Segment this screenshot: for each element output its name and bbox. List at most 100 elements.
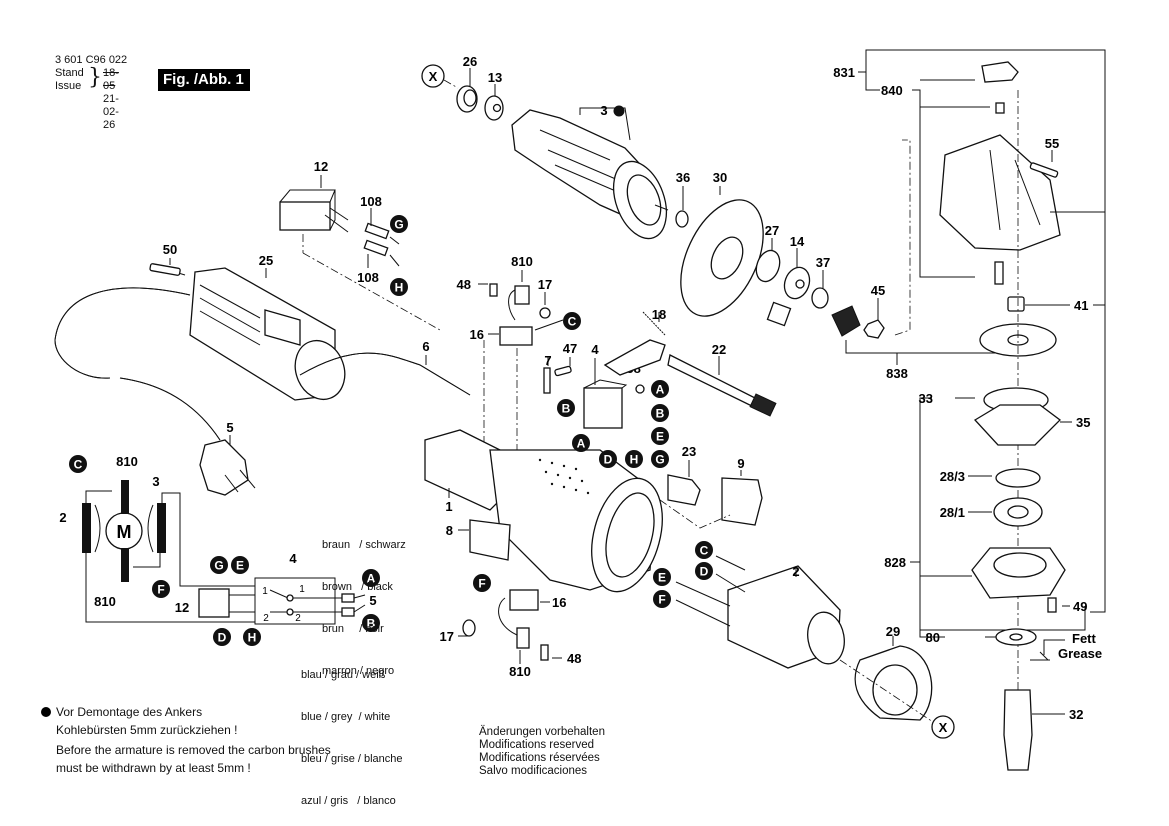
brush-holder-bottom: 16 17 810 48 xyxy=(440,589,581,679)
label-28-3: 28/3 xyxy=(940,469,965,484)
label-17-top: 17 xyxy=(538,277,552,292)
part-16-brush-holder-top xyxy=(499,326,533,346)
connector-e-label: E xyxy=(236,559,244,573)
connector-a-marker xyxy=(572,434,590,452)
x-marker-top xyxy=(421,64,445,88)
part-840-button xyxy=(981,61,1019,83)
legend-b-fr: bleu / grise / blanche xyxy=(301,753,403,765)
stand-date: 18-05 xyxy=(103,67,119,92)
label-23: 23 xyxy=(682,444,696,459)
label-49: 49 xyxy=(1073,599,1087,614)
wire-color-legend-b: blau / grau / weiß blue / grey / white b… xyxy=(301,640,403,822)
connector-c-label: C xyxy=(568,315,577,329)
connector-d-marker xyxy=(213,628,231,646)
schem-12: 12 xyxy=(175,600,189,615)
label-810-top: 810 xyxy=(511,254,533,269)
connector-c-label: C xyxy=(74,458,83,472)
part-32-spindle xyxy=(1003,689,1033,771)
connector-h-label: H xyxy=(630,453,639,467)
motor-label: M xyxy=(117,522,132,542)
connector-g-marker xyxy=(390,215,408,233)
connector-h-marker xyxy=(390,278,408,296)
connector-d-label: D xyxy=(700,565,709,579)
terminal-2b: 2 xyxy=(295,613,301,624)
terminal-1a: 1 xyxy=(262,586,268,597)
part-45-nut xyxy=(863,319,885,339)
part-28-3-retaining-ring xyxy=(995,468,1041,488)
label-5: 5 xyxy=(226,420,233,435)
label-6: 6 xyxy=(422,339,429,354)
part-48-screw-bottom xyxy=(540,644,549,661)
label-13: 13 xyxy=(488,70,502,85)
armature-removal-note-en: Before the armature is removed the carbo… xyxy=(56,741,331,777)
connector-g-marker xyxy=(210,556,228,574)
figure-label: Fig. /Abb. 1 xyxy=(158,69,250,91)
part-17-spring-top xyxy=(539,307,551,319)
label-33: 33 xyxy=(919,391,933,406)
connector-a-label: A xyxy=(367,572,376,586)
locking-pin xyxy=(994,261,1004,285)
connector-a-label: A xyxy=(577,437,586,451)
handle-and-cable: 50 25 6 5 xyxy=(54,242,471,496)
label-14: 14 xyxy=(790,234,805,249)
part-50-screw xyxy=(149,263,181,276)
note-de-line1: Vor Demontage des Ankers xyxy=(56,705,203,719)
note-de-line2: Kohlebürsten 5mm zurückziehen ! xyxy=(56,723,238,737)
lock-spring xyxy=(995,102,1005,114)
brush-top-symbol xyxy=(121,480,129,514)
legend-a-de: braun / schwarz xyxy=(322,539,406,551)
connector-h-marker xyxy=(625,450,643,468)
legend-a-es: marron / negro xyxy=(322,665,395,677)
wiring-schematic: M 810 810 3 2 12 4 5 1 1 2 2 xyxy=(59,454,377,625)
label-37: 37 xyxy=(816,255,830,270)
part-12-capacitor xyxy=(279,201,331,231)
label-32: 32 xyxy=(1069,707,1083,722)
part-37-washer xyxy=(811,287,829,309)
connector-f-marker xyxy=(152,580,170,598)
connector-b-marker xyxy=(557,399,575,417)
label-28-1: 28/1 xyxy=(940,505,965,520)
part-810-brush-top xyxy=(514,285,530,305)
switch-assembly: 7 47 4 858 18 22 xyxy=(543,307,777,429)
part-47-screw xyxy=(554,365,572,377)
label-1: 1 xyxy=(445,499,452,514)
x-marker-top-label: X xyxy=(429,69,438,84)
label-8: 8 xyxy=(446,523,453,538)
label-831: 831 xyxy=(833,65,855,80)
connector-f-label: F xyxy=(157,583,164,597)
part-4-switch xyxy=(583,387,623,429)
terminal-1b: 1 xyxy=(299,584,305,595)
connector-h-label: H xyxy=(395,281,404,295)
note-en-line1: Before the armature is removed the carbo… xyxy=(56,743,331,757)
label-3-armature: 3 xyxy=(600,103,607,118)
bearing-flange-stack: 33 35 28/3 28/1 828 49 80 Fett Grease 32 xyxy=(884,387,1102,771)
schem-810-bottom: 810 xyxy=(94,594,116,609)
legend-a-en: brown / black xyxy=(322,581,393,593)
legend-b-de: blau / grau / weiß xyxy=(301,669,386,681)
connector-e-marker xyxy=(231,556,249,574)
label-47: 47 xyxy=(563,341,577,356)
connector-g-marker xyxy=(651,450,669,468)
part-7-clip xyxy=(543,367,551,394)
part-858-screw xyxy=(635,384,645,394)
note-bullet-icon xyxy=(41,707,51,717)
field-left-symbol xyxy=(82,503,91,553)
label-22: 22 xyxy=(712,342,726,357)
armature-assembly: X 26 13 3 36 30 27 xyxy=(421,54,1000,381)
label-838: 838 xyxy=(886,366,908,381)
label-4: 4 xyxy=(591,342,599,357)
legend-b-es: azul / gris / blanco xyxy=(301,795,396,807)
schem-4: 4 xyxy=(289,551,297,566)
label-2: 2 xyxy=(792,564,799,579)
grease-label-de: Fett xyxy=(1072,631,1097,646)
label-50: 50 xyxy=(163,242,177,257)
connector-h-label: H xyxy=(248,631,257,645)
label-48-bottom: 48 xyxy=(567,651,581,666)
part-35-gasket xyxy=(973,404,1061,446)
wire-color-legend-a: braun / schwarz brown / black brun / noi… xyxy=(322,510,406,692)
part-810-brush-bottom xyxy=(516,627,530,649)
connector-c-marker xyxy=(695,541,713,559)
issue-label: Issue xyxy=(55,80,82,92)
connector-c-marker xyxy=(563,312,581,330)
part-8-label-plate xyxy=(469,519,511,561)
